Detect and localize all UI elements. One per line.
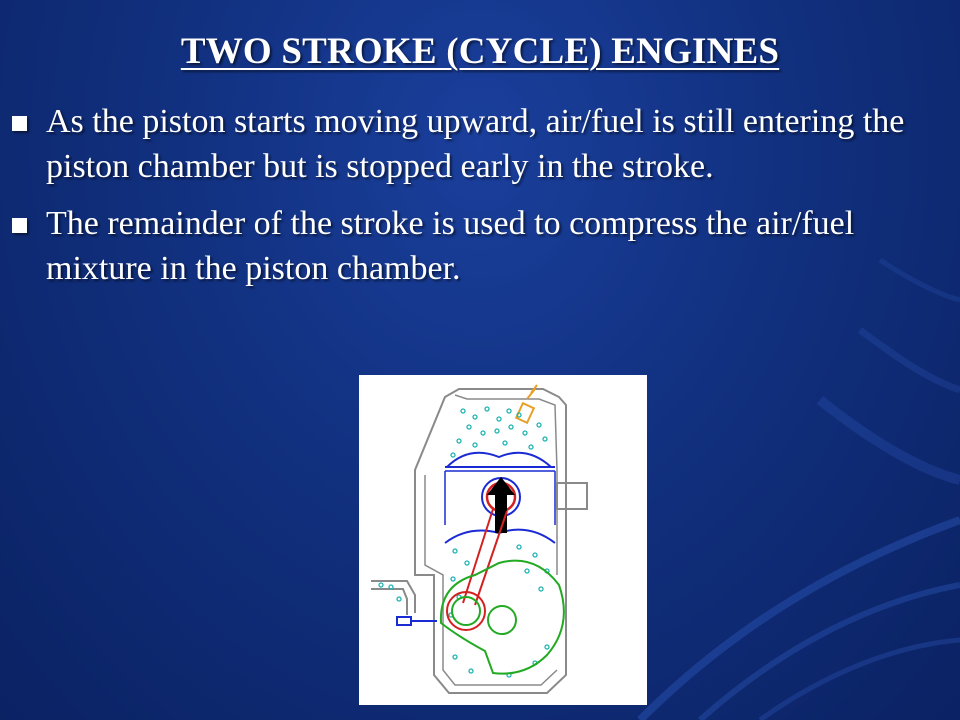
spark-plug-icon <box>514 384 538 425</box>
piston-arrow-icon <box>487 477 515 533</box>
two-stroke-engine-illustration <box>371 384 588 694</box>
exhaust-port <box>556 482 588 510</box>
bullet-item: The remainder of the stroke is used to c… <box>0 202 926 291</box>
bullet-list: As the piston starts moving upward, air/… <box>0 100 960 304</box>
intake-valve-icon <box>396 616 412 626</box>
connecting-rod-icon <box>462 508 508 606</box>
bullet-text: The remainder of the stroke is used to c… <box>46 205 855 287</box>
engine-casing <box>414 388 567 694</box>
piston-crown <box>446 451 552 468</box>
bullet-text: As the piston starts moving upward, air/… <box>46 103 905 185</box>
bullet-item: As the piston starts moving upward, air/… <box>0 100 926 189</box>
crankcase-mixture <box>378 544 550 678</box>
crankcase-wall-inner <box>424 475 558 686</box>
compressed-mixture <box>450 406 548 458</box>
intake-port <box>371 580 416 615</box>
engine-diagram <box>359 375 647 705</box>
square-bullet-icon <box>12 116 27 131</box>
crankshaft-icon <box>439 559 565 675</box>
slide-title: TWO STROKE (CYCLE) ENGINES <box>180 31 780 72</box>
square-bullet-icon <box>12 218 27 233</box>
